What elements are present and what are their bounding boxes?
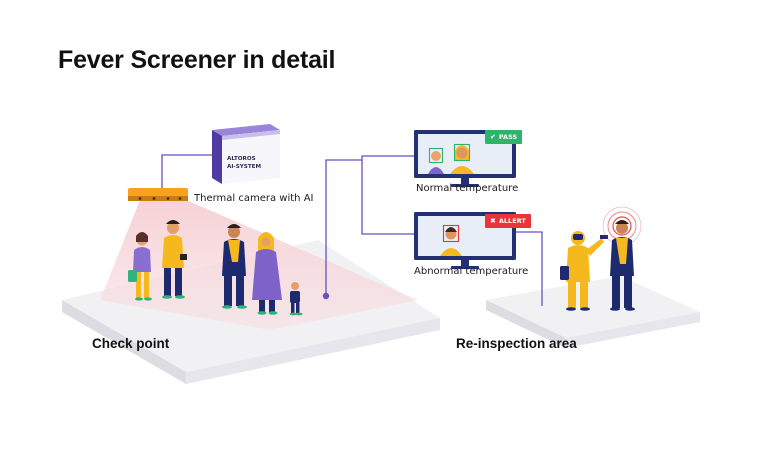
face-icon: [440, 224, 462, 256]
person-icon: [222, 224, 247, 309]
face-icon: [428, 147, 444, 174]
normal-temperature-label: Normal temperature: [416, 183, 519, 194]
reinspection-platform: [486, 276, 700, 348]
check-icon: ✔: [490, 133, 496, 141]
alert-badge-label: ALLERT: [498, 217, 526, 225]
ai-box-line2: AI-SYSTEM: [227, 164, 261, 170]
connection-lines: [161, 154, 543, 306]
person-icon: [162, 220, 187, 299]
person-icon: [610, 220, 635, 311]
abnormal-temperature-label: Abnormal temperature: [414, 266, 529, 277]
thermal-camera-icon: [128, 188, 188, 201]
reinspection-label: Re-inspection area: [456, 336, 577, 351]
camera-label: Thermal camera with AI: [194, 193, 314, 204]
alert-badge: ✖ALLERT: [485, 214, 531, 228]
pass-badge: ✔PASS: [485, 130, 523, 144]
person-icon: [252, 232, 282, 315]
hazmat-worker-icon: [560, 231, 608, 311]
ai-system-box-icon: [212, 124, 280, 184]
connection-node: [322, 292, 330, 300]
pass-badge-label: PASS: [498, 133, 518, 141]
page-title: Fever Screener in detail: [58, 46, 336, 74]
cross-icon: ✖: [490, 217, 496, 225]
ai-box-line1: ALTOROS: [227, 156, 256, 162]
checkpoint-label: Check point: [92, 336, 170, 351]
person-icon: [128, 232, 152, 301]
person-icon: [289, 282, 303, 316]
face-icon: [450, 143, 474, 174]
